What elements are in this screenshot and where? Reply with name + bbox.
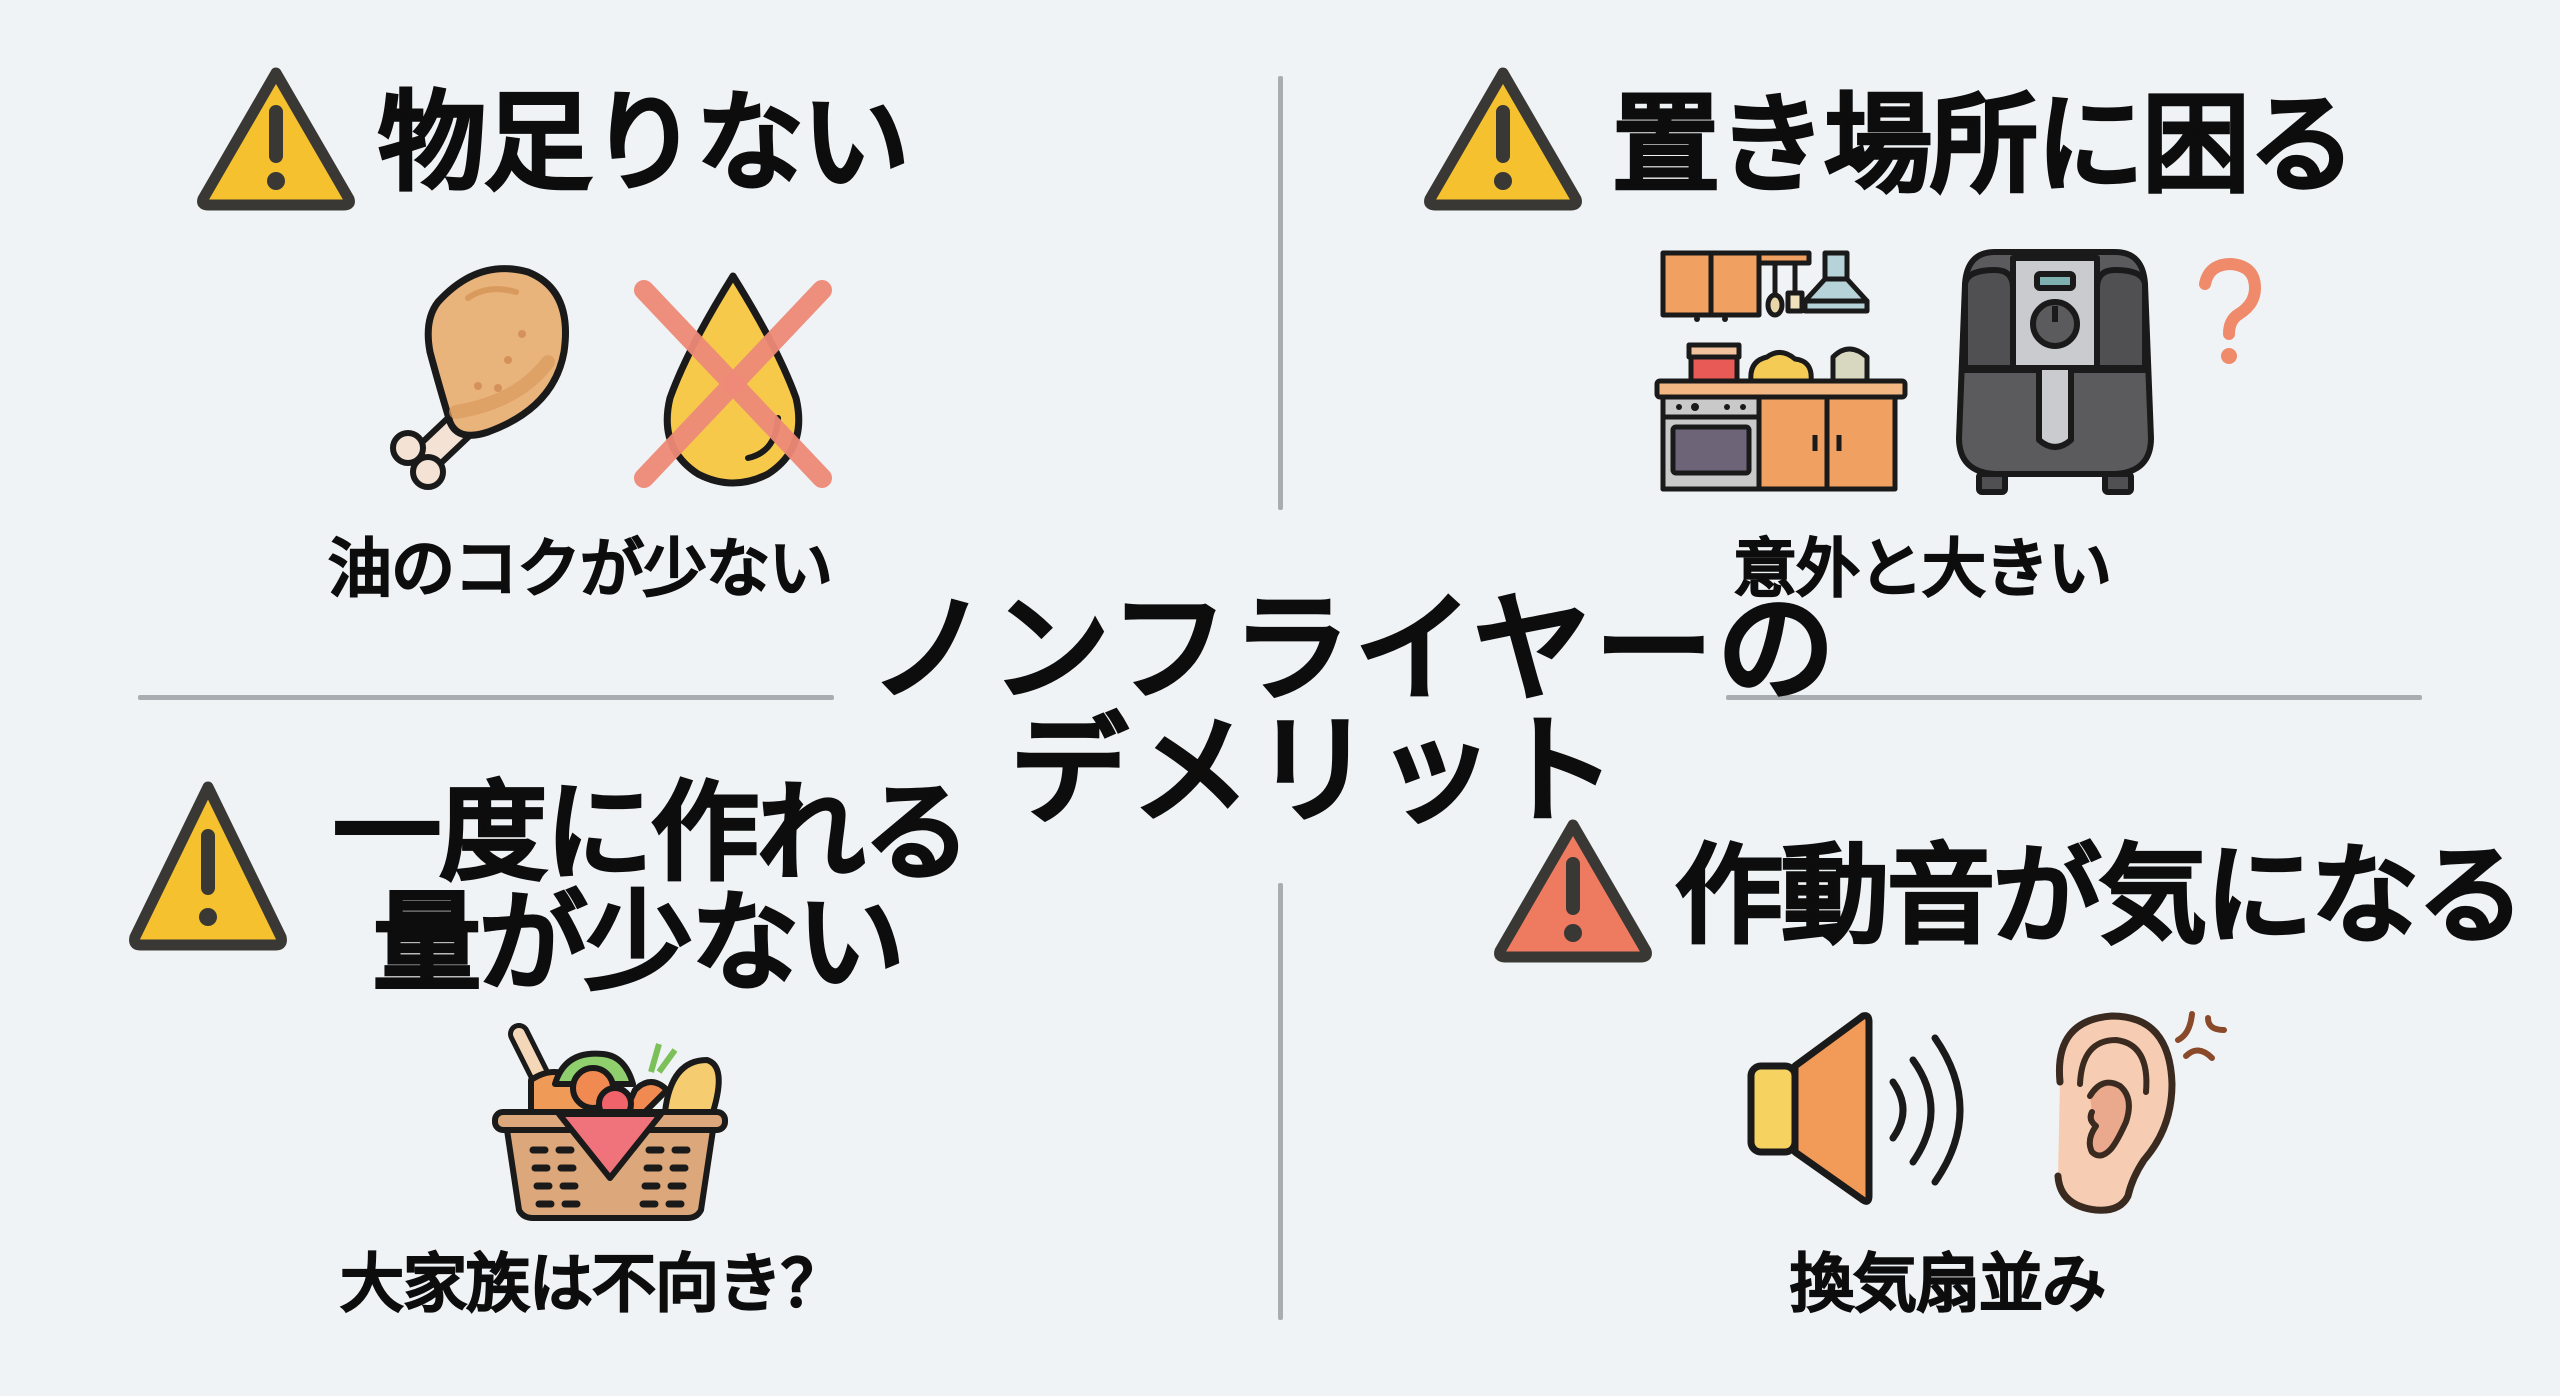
divider-horizontal-left (138, 695, 834, 700)
heading-hard-to-place: 置き場所に困る (1611, 83, 2357, 208)
warning-triangle-icon (1420, 63, 1586, 213)
warning-triangle-icon (193, 63, 359, 213)
heading-small-batch-line1: 一度に作れる (332, 771, 972, 896)
speaker-sound-icon (1745, 1010, 1975, 1210)
air-fryer-icon (1955, 248, 2155, 498)
fried-chicken-drumstick-icon (368, 262, 598, 492)
annoyed-ear-icon (2040, 1000, 2230, 1215)
food-basket-icon (475, 1020, 745, 1225)
crossed-oil-drop-icon (628, 268, 838, 492)
center-title-line1: ノンフライヤーの (869, 580, 1839, 718)
question-mark-icon (2195, 257, 2265, 368)
caption-not-for-big-family: 大家族は不向き？ (339, 1248, 845, 1322)
warning-triangle-red-icon (1490, 815, 1656, 965)
kitchen-icon (1654, 245, 1915, 495)
heading-operating-noise: 作動音が気になる (1674, 834, 2526, 959)
caption-less-oil-richness: 油のコクが少ない (327, 533, 833, 607)
warning-triangle-icon (125, 777, 291, 953)
divider-vertical-bottom (1278, 883, 1283, 1320)
caption-like-ventilation-fan: 換気扇並み (1789, 1248, 2106, 1322)
heading-lacking: 物足りない (377, 81, 911, 206)
caption-surprisingly-big: 意外と大きい (1732, 533, 2112, 607)
divider-vertical-top (1278, 76, 1283, 510)
divider-horizontal-right (1726, 695, 2422, 700)
center-title-line2: デメリット (1009, 702, 1621, 840)
heading-small-batch-line2: 量が少ない (372, 881, 906, 1006)
